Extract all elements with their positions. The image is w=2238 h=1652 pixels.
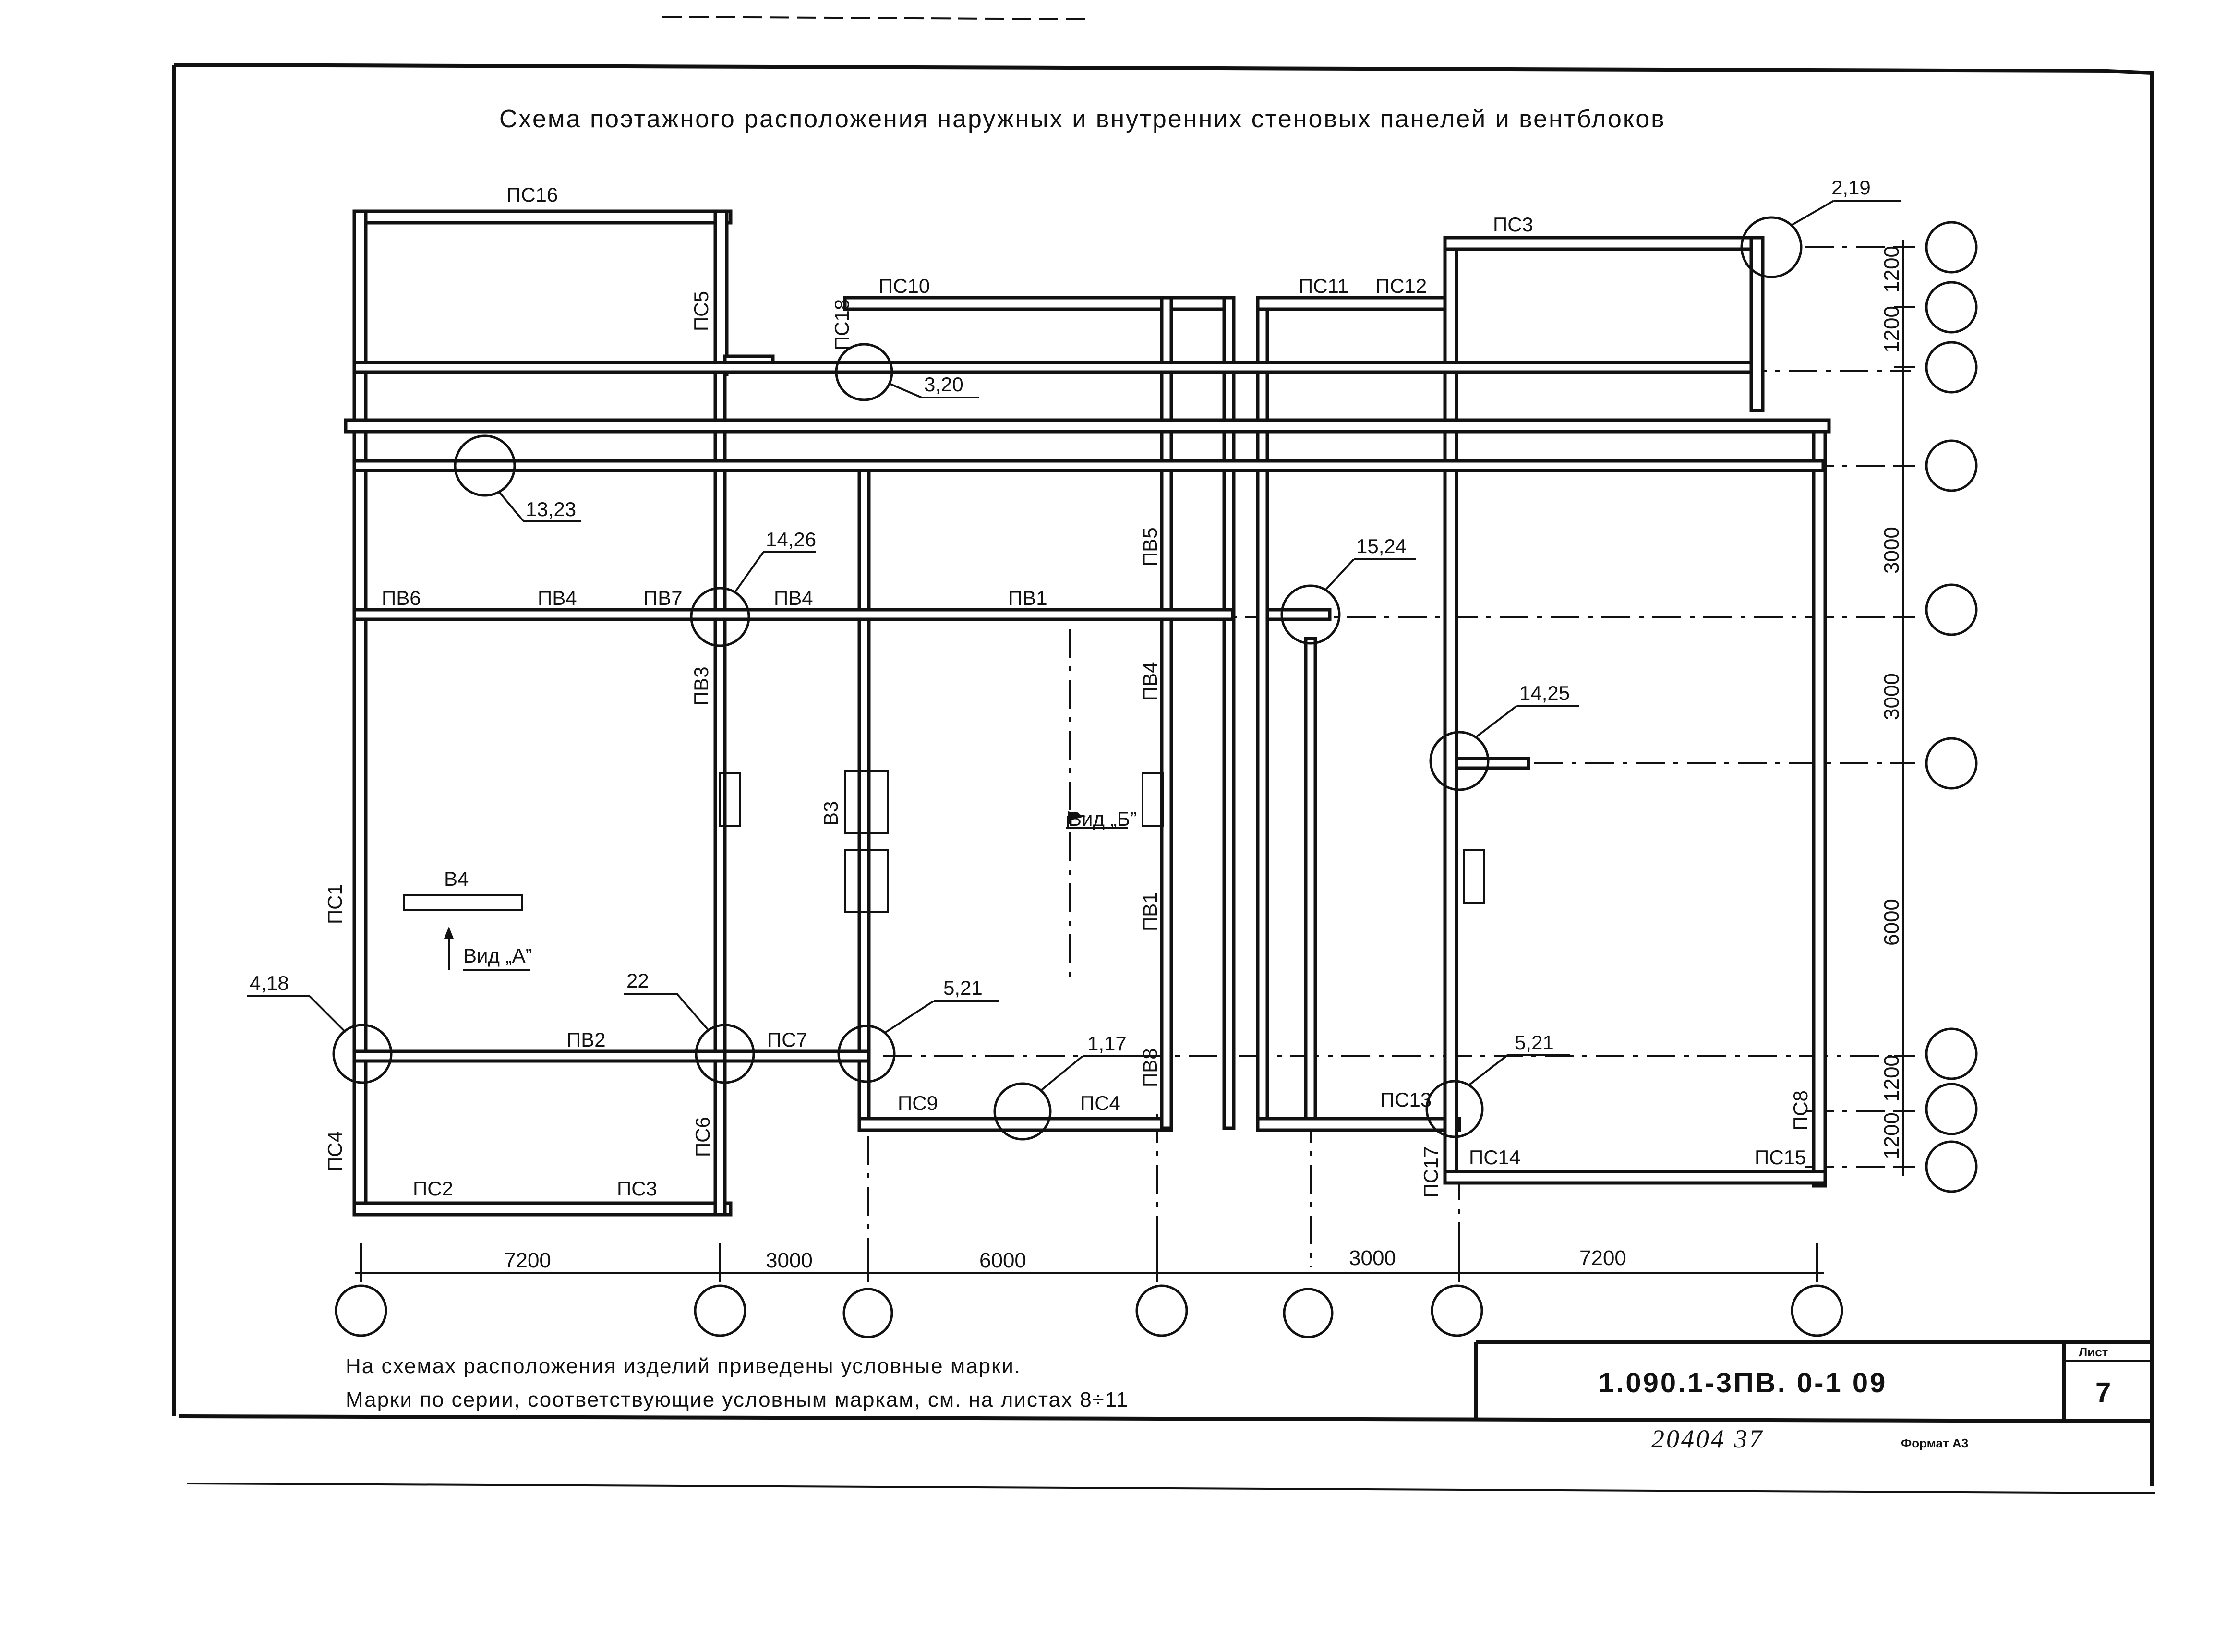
panel-ps4-left-label: ПС4 [324, 1131, 346, 1171]
view-b-label: Вид „Б” [1068, 808, 1137, 830]
panel-ps10-label: ПС10 [878, 275, 930, 297]
node-callouts [247, 200, 1901, 1141]
panel-pv1-h-label: ПВ1 [1008, 587, 1047, 609]
panel-pv3-label: ПВ3 [690, 666, 712, 706]
dim-bottom-3: 6000 [979, 1249, 1026, 1272]
node-ref-5-21-a: 5,21 [943, 977, 983, 999]
vent-block-v4-label: В4 [444, 868, 469, 890]
format-label: Формат А3 [1901, 1436, 1968, 1450]
note-line-1: На схемах расположения изделий приведены… [346, 1354, 1021, 1378]
dim-bottom-5: 7200 [1579, 1246, 1626, 1270]
drawing-title: Схема поэтажного расположения наружных и… [499, 105, 1666, 133]
panel-ps6-label: ПС6 [691, 1117, 714, 1157]
right-dimensions: 1200 1200 3000 3000 6000 1200 1200 [1880, 246, 1903, 1159]
panel-ps13-label: ПС13 [1380, 1088, 1432, 1111]
panel-ps18-label: ПС18 [830, 299, 853, 350]
panel-pv5-label: ПВ5 [1139, 527, 1161, 567]
panel-pv4-v-label: ПВ4 [1139, 662, 1161, 701]
node-ref-1-17: 1,17 [1087, 1032, 1127, 1055]
panel-ps3-bottom-label: ПС3 [617, 1177, 657, 1200]
panel-ps9-label: ПС9 [898, 1092, 938, 1114]
panel-pv4-a-label: ПВ4 [538, 587, 577, 609]
panel-pv4-b-label: ПВ4 [774, 587, 813, 609]
dim-right-5: 6000 [1880, 899, 1903, 946]
bottom-axis-markers [335, 1284, 1843, 1338]
sheet-label: Лист [2079, 1345, 2108, 1359]
panel-pv8-label: ПВ8 [1139, 1048, 1161, 1087]
panel-ps17-label: ПС17 [1420, 1146, 1442, 1198]
view-a-label: Вид „А” [463, 944, 532, 967]
dim-right-4: 3000 [1880, 673, 1903, 720]
panel-ps5-label: ПС5 [690, 291, 712, 331]
node-ref-14-26: 14,26 [766, 528, 816, 551]
node-callout-labels: 2,19 3,20 13,23 14,26 15,24 14,25 4,18 2… [250, 176, 1871, 1055]
node-ref-22: 22 [626, 969, 649, 992]
panel-ps3-top-label: ПС3 [1493, 213, 1533, 236]
node-ref-14-25: 14,25 [1519, 682, 1570, 704]
note-line-2: Марки по серии, соответствующие условным… [346, 1388, 1129, 1411]
sheet-number: 7 [2095, 1377, 2113, 1408]
vent-blocks [403, 770, 1485, 913]
node-ref-15-24: 15,24 [1356, 535, 1407, 557]
panel-ps2-label: ПС2 [413, 1177, 453, 1200]
panel-pv1-v-label: ПВ1 [1139, 892, 1161, 931]
dim-bottom-4: 3000 [1349, 1246, 1396, 1270]
panel-ps15-label: ПС15 [1755, 1146, 1806, 1169]
dim-right-7: 1200 [1880, 1112, 1903, 1159]
stamp-number: 20404 37 [1651, 1424, 1764, 1453]
panel-ps1-label: ПС1 [324, 884, 346, 924]
view-markers [444, 811, 1128, 971]
panel-pv7-label: ПВ7 [643, 587, 683, 609]
panel-ps4-mid-label: ПС4 [1080, 1092, 1120, 1114]
dim-bottom-2: 3000 [766, 1249, 813, 1272]
bottom-dimensions: 7200 3000 6000 3000 7200 [504, 1246, 1626, 1272]
right-dimension-line [1894, 240, 1915, 1176]
node-ref-13-23: 13,23 [526, 498, 576, 520]
right-axis-markers [1925, 221, 1978, 1193]
panel-pv6-label: ПВ6 [382, 587, 421, 609]
node-ref-5-21-b: 5,21 [1515, 1031, 1554, 1054]
panel-ps14-label: ПС14 [1469, 1146, 1520, 1169]
panel-labels-vertical: ПС5 ПС18 ПВ5 ПВ3 ПВ4 ПВ1 ПВ8 ПС1 ПС4 ПС6… [324, 291, 1812, 1198]
wall-panels [344, 209, 1831, 1217]
node-ref-3-20: 3,20 [924, 373, 963, 396]
panel-ps8-label: ПС8 [1789, 1090, 1812, 1131]
dim-right-3: 3000 [1880, 527, 1903, 574]
panel-ps16-label: ПС16 [506, 183, 558, 206]
vent-block-v3-label: В3 [819, 801, 842, 826]
title-block-code: 1.090.1-3ПВ. 0-1 09 [1599, 1367, 1887, 1399]
dim-right-2: 1200 [1880, 306, 1903, 353]
dim-bottom-1: 7200 [504, 1249, 551, 1272]
node-ref-4-18: 4,18 [250, 972, 289, 994]
panel-labels: ПС16 ПС3 ПС10 ПС11 ПС12 ПВ6 ПВ4 ПВ7 ПВ4 … [382, 183, 1806, 1200]
panel-ps12-label: ПС12 [1375, 275, 1427, 297]
drawing-frame [172, 16, 2156, 1494]
dim-right-1: 1200 [1880, 246, 1903, 293]
panel-pv2-label: ПВ2 [566, 1028, 606, 1051]
dim-right-6: 1200 [1880, 1055, 1903, 1102]
node-ref-2-19: 2,19 [1831, 176, 1871, 199]
panel-ps7-label: ПС7 [767, 1028, 807, 1051]
title-block [1474, 1340, 2152, 1419]
panel-ps11-label: ПС11 [1299, 275, 1348, 297]
bottom-dimension-line [355, 1243, 1824, 1282]
